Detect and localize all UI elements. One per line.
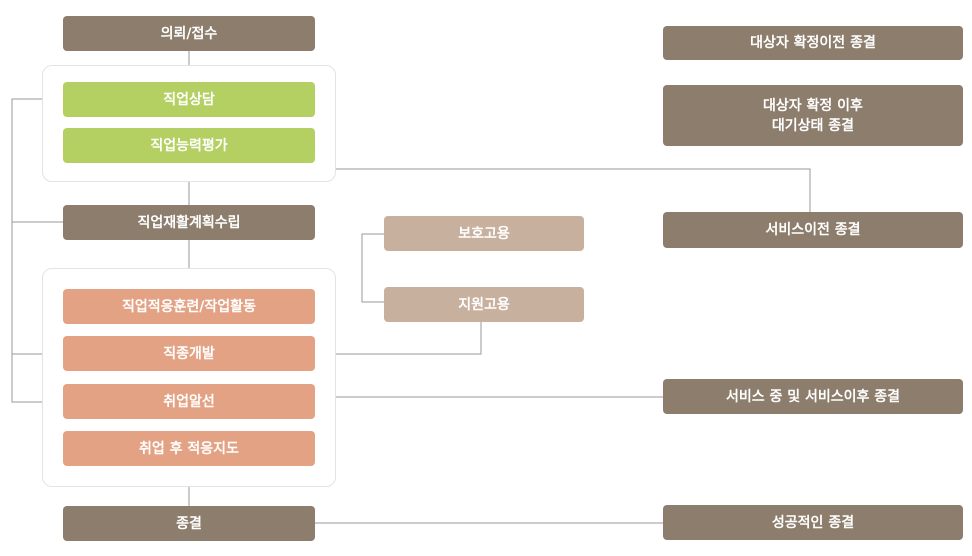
closure-node: 종결 bbox=[63, 506, 315, 541]
rehab-plan-node: 직업재활계획수립 bbox=[63, 205, 315, 240]
counseling-node: 직업상담 bbox=[63, 82, 315, 117]
supported-employment-node: 지원고용 bbox=[384, 287, 584, 322]
job-placement-node: 취업알선 bbox=[63, 384, 315, 419]
follow-up-node: 취업 후 적응지도 bbox=[63, 431, 315, 466]
assessment-node: 직업능력평가 bbox=[63, 128, 315, 163]
outcome-after-eligibility-waiting: 대상자 확정 이후 대기상태 종결 bbox=[663, 85, 963, 146]
outcome-during-after-service: 서비스 중 및 서비스이후 종결 bbox=[663, 379, 963, 414]
outcome-before-eligibility: 대상자 확정이전 종결 bbox=[663, 26, 963, 60]
outcome-before-service: 서비스이전 종결 bbox=[663, 212, 963, 248]
adaptation-training-node: 직업적응훈련/작업활동 bbox=[63, 289, 315, 324]
connector-panel-before-service bbox=[335, 168, 811, 212]
outcome-successful: 성공적인 종결 bbox=[663, 505, 963, 540]
job-development-node: 직종개발 bbox=[63, 336, 315, 371]
protected-employment-node: 보호고용 bbox=[384, 216, 584, 251]
intake-node: 의뢰/접수 bbox=[63, 16, 315, 51]
connector-employment-bracket bbox=[361, 233, 384, 303]
connector-left-loop bbox=[11, 98, 63, 403]
connector-jobdev-supported bbox=[335, 322, 482, 355]
